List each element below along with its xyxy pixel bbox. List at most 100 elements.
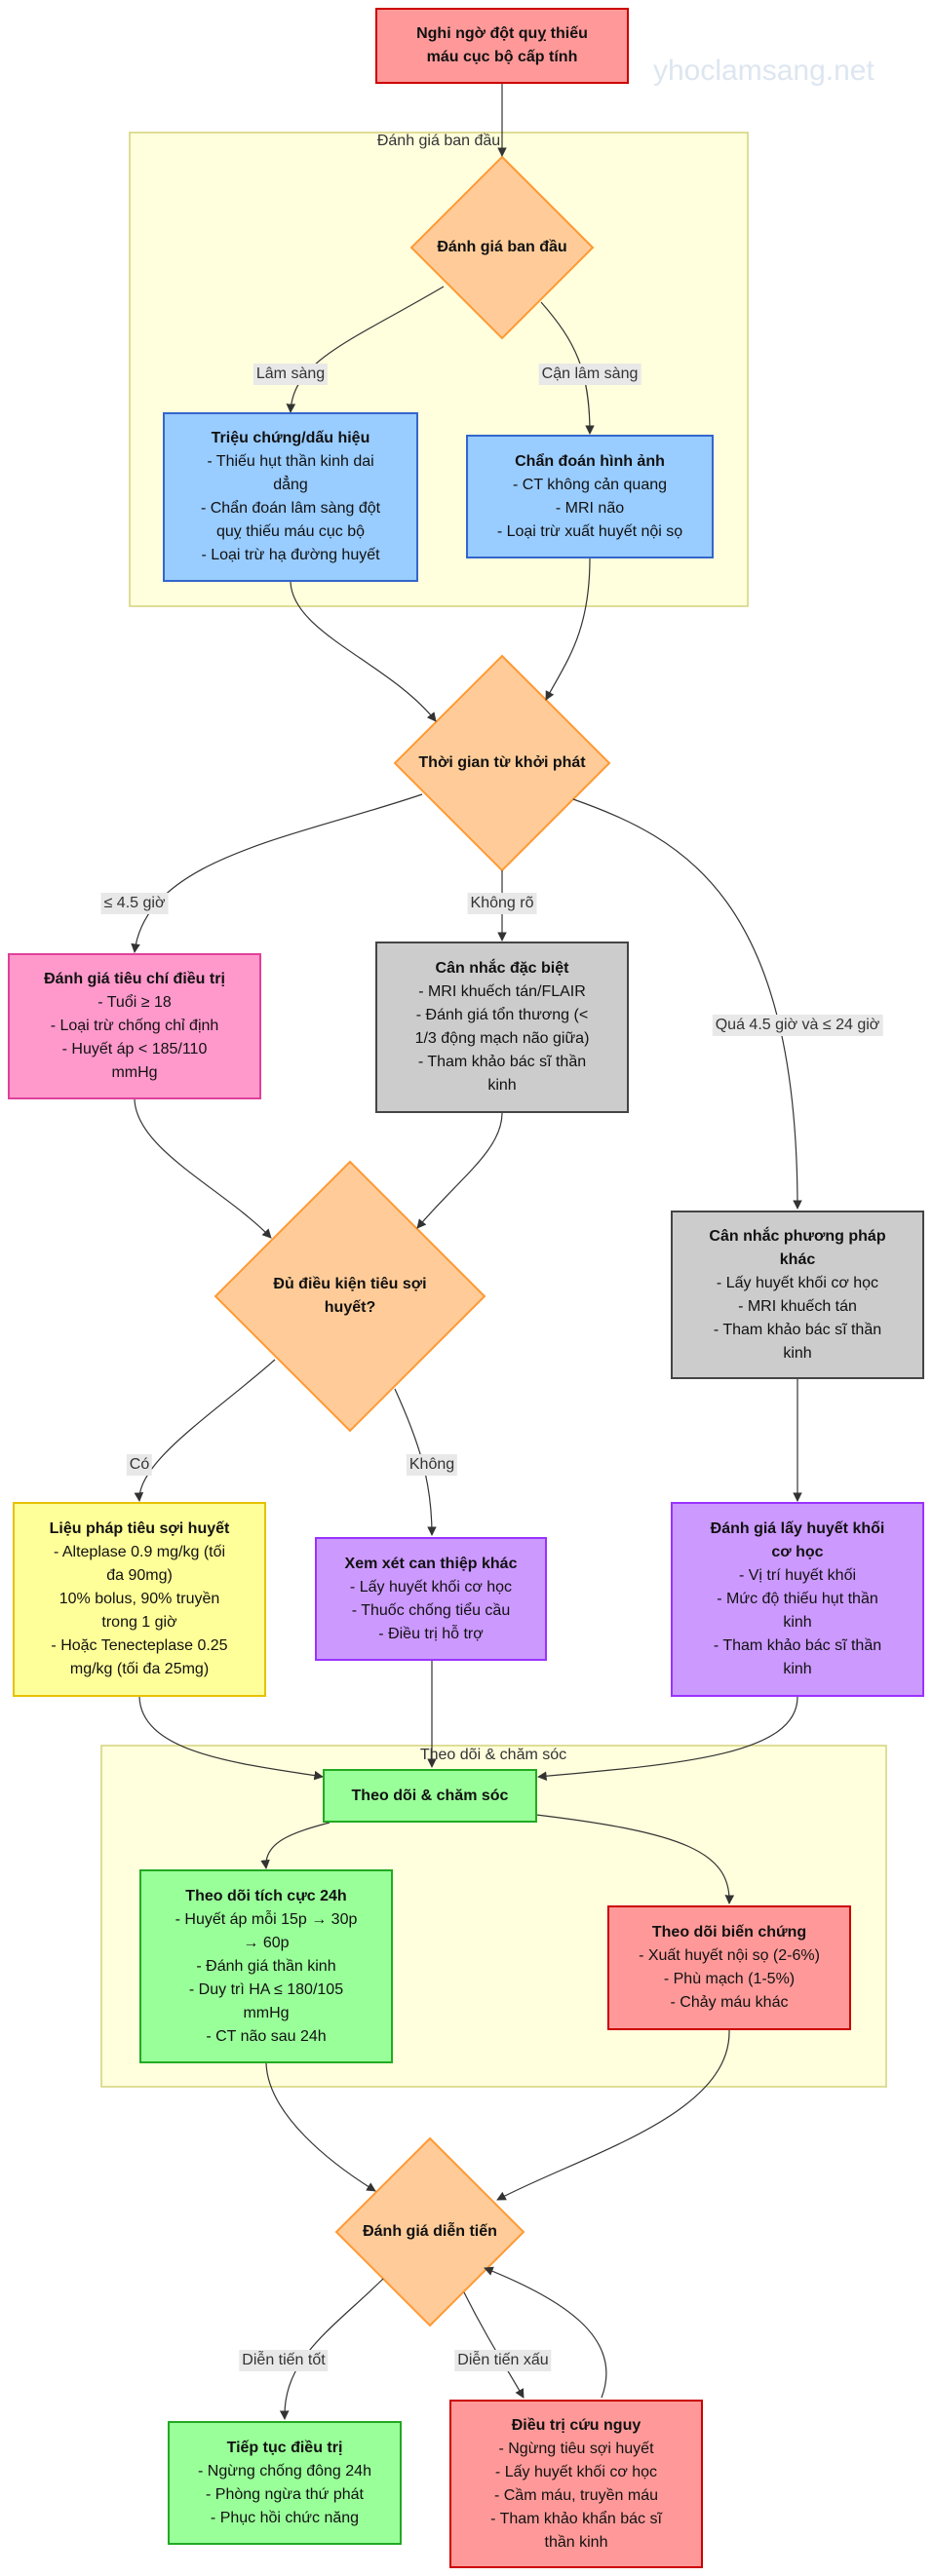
node-rescue-treatment-line-4: - Tham khảo khẩn bác sĩ [490,2510,662,2527]
edge-thrombectomy-to-monitor [537,1696,798,1782]
group-label-monitor: Theo dõi & chăm sóc [419,1747,567,1763]
node-thrombolysis-line-2: đa 90mg) [106,1567,173,1584]
edge-monitor-to-icu [260,1822,330,1869]
edge-label-over-4-5h: Quá 4.5 giờ và ≤ 24 giờ [712,1015,883,1036]
node-treatment-criteria: Đánh giá tiêu chí điều trị - Tuổi ≥ 18 -… [8,953,261,1099]
node-treatment-criteria-title: Đánh giá tiêu chí điều trị [44,971,225,987]
node-icu-monitoring-line-6: - CT não sau 24h [206,2027,327,2045]
node-rescue-treatment-title: Điều trị cứu nguy [511,2416,641,2434]
node-other-methods-line-3: - Tham khảo bác sĩ thần [713,1321,882,1338]
decision-eligible [214,1160,486,1433]
node-special-considerations-line-2: - Đánh giá tổn thương (< [415,1007,589,1023]
node-complications-line-2: - Phù mạch (1-5%) [663,1971,796,1987]
node-symptoms-line-5: - Loại trừ hạ đường huyết [201,547,380,563]
edge-icu-to-progress [265,2062,376,2192]
node-symptoms-line-3: - Chẩn đoán lâm sàng đột [200,500,381,517]
decision-onset-time-label: Thời gian từ khởi phát [418,754,586,771]
node-special-considerations-line-1: - MRI khuếch tán/FLAIR [418,983,586,1000]
node-symptoms: Triệu chứng/dấu hiệu - Thiếu hụt thần ki… [163,412,418,582]
edge-label-good: Diễn tiến tốt [239,2350,329,2371]
edge-progress-to-rescue [463,2291,525,2399]
edge-label-yes: Có [126,1454,153,1476]
node-rescue-treatment-line-2: - Lấy huyết khối cơ học [494,2463,658,2480]
node-continue-treatment-line-3: - Phục hồi chức năng [210,2509,360,2526]
node-other-methods-line-4: kinh [783,1344,812,1362]
node-complications: Theo dõi biến chứng - Xuất huyết nội sọ … [607,1905,851,2030]
edge-complications-to-progress [496,2029,730,2201]
node-imaging-line-1: - CT không cản quang [512,476,668,493]
node-rescue-treatment-line-5: thần kinh [544,2533,608,2551]
edge-rescue-to-progress [484,2266,607,2399]
node-thrombolysis-line-1: - Alteplase 0.9 mg/kg (tối [53,1544,226,1560]
decision-initial-assessment-label: Đánh giá ban đầu [437,239,567,255]
edge-onset-to-other-methods [572,798,802,1210]
node-continue-treatment-line-1: - Ngừng chống đông 24h [198,2462,371,2480]
node-symptoms-line-4: quỵ thiếu máu cục bộ [215,523,366,540]
node-special-considerations-line-4: - Tham khảo bác sĩ thần [417,1054,587,1070]
group-label-initial: Đánh giá ban đầu [376,133,501,149]
node-other-methods-title-1: Cân nhắc phương pháp [709,1227,886,1245]
node-symptoms-title: Triệu chứng/dấu hiệu [211,430,370,446]
node-treatment-criteria-line-3: - Huyết áp < 185/110 [61,1041,208,1057]
node-thrombolysis-line-4: trong 1 giờ [101,1614,177,1631]
edge-monitor-to-complications [535,1814,735,1904]
node-continue-treatment: Tiếp tục điều trị - Ngừng chống đông 24h… [168,2421,402,2545]
decision-eligible-line-2: huyết? [324,1299,376,1316]
node-other-methods: Cân nhắc phương pháp khác - Lấy huyết kh… [671,1211,924,1379]
node-icu-monitoring-line-4: - Duy trì HA ≤ 180/105 [188,1980,344,1998]
edge-label-le-4-5h: ≤ 4.5 giờ [100,893,169,914]
node-special-considerations-line-5: kinh [487,1077,517,1094]
node-imaging-title: Chẩn đoán hình ảnh [515,452,665,470]
node-thrombectomy-line-4: - Tham khảo bác sĩ thần [713,1637,882,1654]
node-thrombectomy-line-2: - Mức độ thiếu hụt thần [717,1591,878,1607]
node-suspected-stroke: Nghi ngờ đột quỵ thiếu máu cục bộ cấp tí… [375,8,629,84]
node-icu-monitoring-line-1: - Huyết áp mỗi 15p → 30p [175,1910,358,1928]
edge-special-to-eligible [416,1112,503,1229]
node-other-methods-line-2: - MRI khuếch tán [738,1297,857,1315]
node-special-considerations-title: Cân nhắc đặc biệt [435,960,569,977]
node-monitor-care: Theo dõi & chăm sóc [323,1769,537,1823]
edge-onset-to-criteria [131,793,423,953]
node-icu-monitoring-line-3: - Đánh giá thần kinh [196,1957,336,1975]
node-imaging: Chẩn đoán hình ảnh - CT không cản quang … [466,435,714,558]
node-special-considerations: Cân nhắc đặc biệt - MRI khuếch tán/FLAIR… [375,942,629,1113]
edge-label-unknown: Không rõ [467,893,537,914]
node-other-intervention: Xem xét can thiệp khác - Lấy huyết khối … [315,1537,547,1661]
edge-initial-to-symptoms [286,286,445,413]
node-imaging-line-3: - Loại trừ xuất huyết nội sọ [496,522,683,540]
node-complications-line-3: - Chảy máu khác [670,1994,789,2011]
node-imaging-line-2: - MRI não [555,499,625,517]
node-other-intervention-line-1: - Lấy huyết khối cơ học [349,1578,513,1596]
node-thrombolysis-line-5: - Hoặc Tenecteplase 0.25 [51,1637,228,1654]
node-other-intervention-line-2: - Thuốc chống tiểu cầu [351,1601,511,1619]
node-complications-line-1: - Xuất huyết nội sọ (2-6%) [639,1947,820,1964]
node-monitor-care-title: Theo dõi & chăm sóc [351,1787,509,1804]
edge-progress-to-continue [279,2278,384,2420]
edge-eligible-to-thrombolysis [134,1359,276,1502]
node-other-intervention-line-3: - Điều trị hỗ trợ [378,1625,484,1642]
node-thrombolysis-line-6: mg/kg (tối đa 25mg) [69,1661,210,1677]
node-complications-title: Theo dõi biến chứng [651,1924,807,1941]
node-thrombectomy-line-3: kinh [783,1614,812,1631]
node-suspected-stroke-line-2: máu cục bộ cấp tính [426,49,578,65]
edge-initial-to-imaging [540,301,595,435]
node-thrombectomy-line-1: - Vị trí huyết khối [738,1567,857,1584]
node-thrombolysis-title: Liệu pháp tiêu sợi huyết [49,1520,230,1537]
node-icu-monitoring-line-5: mmHg [243,2004,290,2021]
node-thrombectomy-title-1: Đánh giá lấy huyết khối [710,1520,885,1537]
edge-label-clinical: Lâm sàng [253,364,329,385]
node-treatment-criteria-line-2: - Loại trừ chống chỉ định [50,1018,219,1034]
decision-eligible-label: Đủ điều kiện tiêu sợi huyết? [253,1273,447,1320]
decision-initial-assessment [409,155,595,340]
edge-label-paraclinical: Cận lâm sàng [538,364,641,385]
node-icu-monitoring-title: Theo dõi tích cực 24h [185,1887,347,1904]
edge-label-bad: Diễn tiến xấu [454,2350,552,2371]
node-suspected-stroke-line-1: Nghi ngờ đột quỵ thiếu [416,25,588,42]
node-thrombectomy-line-5: kinh [783,1661,812,1677]
node-special-considerations-line-3: 1/3 động mạch não giữa) [414,1030,590,1047]
node-thrombectomy-title-2: cơ học [771,1544,824,1560]
edge-thrombolysis-to-monitor [138,1696,324,1781]
node-other-intervention-title: Xem xét can thiệp khác [344,1555,518,1572]
edge-imaging-to-onset [545,557,591,701]
node-treatment-criteria-line-4: mmHg [111,1064,158,1081]
